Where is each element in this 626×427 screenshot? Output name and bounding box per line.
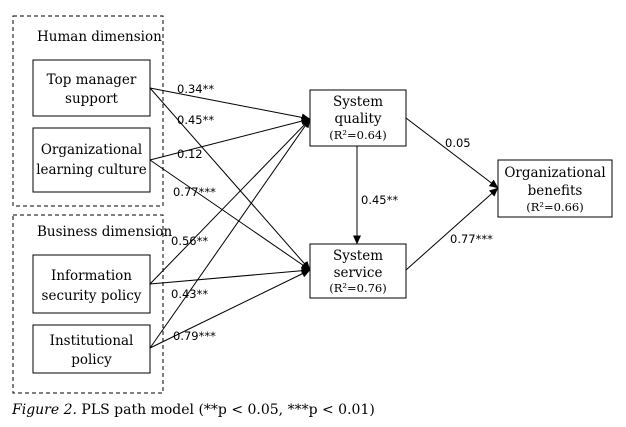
coef-sq-ss: 0.45** bbox=[361, 193, 398, 207]
path-olc-ss bbox=[149, 159, 311, 271]
system-service-box: System service (R²=0.76) bbox=[309, 243, 407, 299]
org-benefits-box: Organizational benefits (R²=0.66) bbox=[497, 159, 613, 218]
coef-sq-ob: 0.05 bbox=[445, 136, 471, 150]
path-isp-ss bbox=[149, 266, 311, 285]
human-dimension-group bbox=[12, 15, 164, 207]
org-learning-line1: Organizational bbox=[41, 142, 142, 158]
org-benefits-line2: benefits bbox=[528, 183, 583, 199]
path-tm-sq bbox=[149, 87, 311, 122]
system-quality-line1: System bbox=[333, 94, 383, 110]
info-security-line1: Information bbox=[51, 268, 132, 284]
system-service-line1: System bbox=[333, 248, 383, 264]
path-tm-ss bbox=[149, 87, 311, 271]
figure-caption-text: PLS path model (**p < 0.05, ***p < 0.01) bbox=[76, 402, 375, 418]
org-learning-box: Organizational learning culture bbox=[32, 127, 151, 193]
system-quality-line2: quality bbox=[334, 111, 381, 127]
institutional-line2: policy bbox=[71, 352, 112, 368]
path-sq-ob bbox=[405, 117, 499, 189]
info-security-box: Information security policy bbox=[32, 254, 151, 314]
human-dimension-title: Human dimension bbox=[37, 29, 162, 45]
institutional-box: Institutional policy bbox=[32, 324, 151, 374]
path-olc-sq bbox=[149, 117, 311, 161]
coef-olc-sq: 0.12 bbox=[177, 147, 203, 161]
figure-number: Figure 2. bbox=[12, 402, 77, 418]
coef-olc-ss: 0.77*** bbox=[173, 185, 216, 199]
pls-path-diagram: Human dimension Business dimension Top m… bbox=[12, 15, 613, 394]
top-manager-line1: Top manager bbox=[47, 72, 137, 88]
coef-ss-ob: 0.77*** bbox=[450, 232, 493, 246]
coef-isp-ss: 0.43** bbox=[171, 287, 208, 301]
coef-ip-sq: 0.79*** bbox=[173, 329, 216, 343]
top-manager-line2: support bbox=[65, 91, 118, 107]
top-manager-box: Top manager support bbox=[32, 59, 151, 117]
org-benefits-r2: (R²=0.66) bbox=[526, 200, 583, 214]
system-service-line2: service bbox=[334, 265, 383, 281]
business-dimension-title: Business dimension bbox=[37, 224, 173, 240]
coef-tm-ss: 0.45** bbox=[177, 113, 214, 127]
path-isp-sq bbox=[149, 118, 311, 285]
coef-tm-sq: 0.34** bbox=[177, 82, 214, 96]
org-benefits-line1: Organizational bbox=[504, 165, 605, 181]
institutional-line1: Institutional bbox=[50, 333, 134, 349]
system-service-r2: (R²=0.76) bbox=[329, 281, 386, 295]
info-security-line2: security policy bbox=[42, 288, 142, 304]
org-learning-line2: learning culture bbox=[36, 162, 147, 178]
coef-isp-sq: 0.56** bbox=[171, 234, 208, 248]
system-quality-box: System quality (R²=0.64) bbox=[309, 89, 407, 147]
path-ip-ss bbox=[149, 269, 311, 349]
figure-caption: Figure 2. PLS path model (**p < 0.05, **… bbox=[12, 402, 375, 418]
path-ip-sq bbox=[149, 118, 311, 349]
path-ss-ob bbox=[405, 187, 499, 271]
business-dimension-group bbox=[12, 214, 164, 394]
system-quality-r2: (R²=0.64) bbox=[329, 128, 386, 142]
